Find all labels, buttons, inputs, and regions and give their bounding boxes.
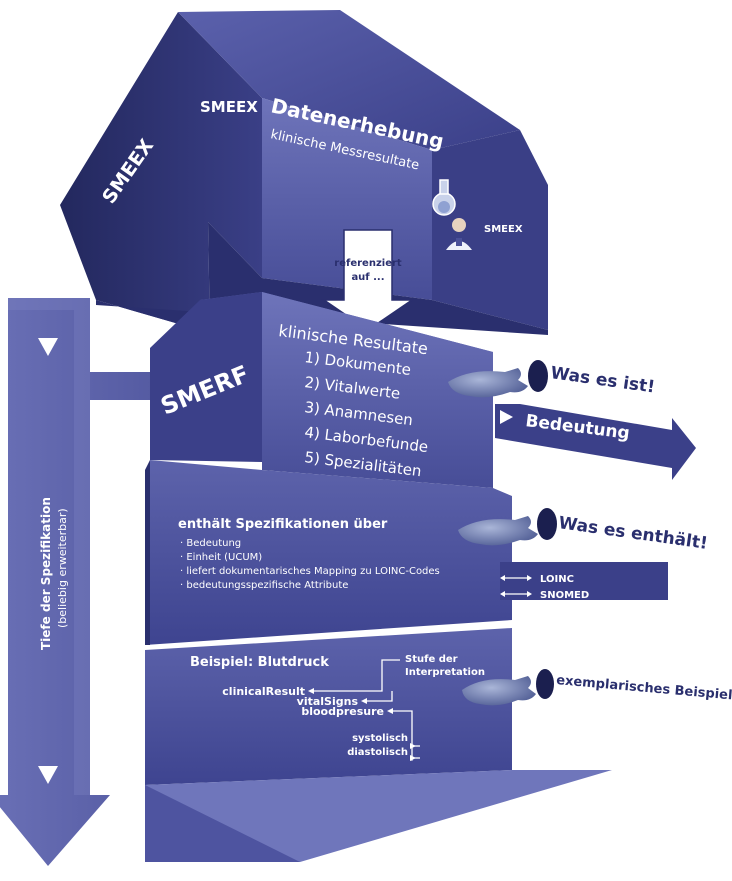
example-panel: [145, 628, 612, 862]
arrow-head: [361, 698, 367, 704]
smeex-label-right: SMEEX: [484, 224, 523, 235]
flask-icon: [432, 179, 456, 216]
pointing-hand-icon: [458, 508, 557, 546]
smeex-left-face: [60, 12, 262, 333]
level-vital-signs: vitalSigns: [297, 695, 359, 708]
smerf-left-face: [150, 292, 262, 462]
smeex-top-face: [178, 10, 520, 150]
spec-item: · Einheit (UCUM): [180, 552, 262, 563]
spec-item: · liefert dokumentarisches Mapping zu LO…: [180, 566, 440, 577]
arrow-head: [410, 743, 416, 749]
loinc-link: [500, 575, 532, 581]
referenziert-line1: referenziert: [334, 258, 402, 269]
code-band: [500, 562, 668, 600]
depth-axis-arrow: [0, 298, 236, 866]
axis-marker-bottom: [38, 766, 58, 784]
value-diastolisch: diastolisch: [347, 747, 408, 758]
bedeutung-arrow: [495, 404, 696, 480]
referenziert-arrow: [321, 229, 415, 331]
depth-axis-label: Tiefe der Spezifikation: [39, 497, 53, 650]
arrow-head: [387, 708, 393, 714]
spec-items: · Bedeutung · Einheit (UCUM) · liefert d…: [180, 538, 440, 591]
pointing-hand-icon: [448, 360, 548, 398]
spec-item: · bedeutungsspezifische Attribute: [180, 580, 348, 591]
smerf-box: [150, 292, 493, 488]
pointing-hand-icon: [462, 669, 554, 706]
example-title: Beispiel: Blutdruck: [190, 655, 329, 670]
arrow-head: [308, 688, 314, 694]
depth-axis-sublabel: (beliebig erweiterbar): [56, 508, 69, 628]
doctor-icon: [446, 218, 472, 250]
snomed-link: [500, 591, 532, 597]
smeex-label-front: SMEEX: [200, 98, 258, 116]
referenziert-line2: auf ...: [351, 272, 384, 283]
spec-panel: [145, 460, 668, 645]
smeex-right-face: [432, 130, 548, 330]
level-clinical-result: clinicalResult: [222, 685, 305, 698]
stufe-line1: Stufe der: [405, 654, 458, 665]
stufe-line2: Interpretation: [405, 667, 485, 678]
spec-item: · Bedeutung: [180, 538, 241, 549]
loinc-label: LOINC: [540, 574, 574, 585]
smerf-items: 1) Dokumente 2) Vitalwerte 3) Anamnesen …: [304, 348, 430, 480]
arrow-head: [410, 755, 416, 761]
value-systolisch: systolisch: [352, 733, 408, 744]
smeex-underside: [96, 222, 548, 335]
smerf-front-face: [262, 292, 493, 488]
level-bloodpressure: bloodpresure: [301, 705, 384, 718]
snomed-label: SNOMED: [540, 590, 589, 601]
axis-marker-right: [104, 337, 122, 357]
axis-marker-top: [38, 338, 58, 356]
was-es-enthaelt-label: Was es enthält!: [557, 513, 709, 554]
was-es-ist-label: Was es ist!: [549, 363, 656, 397]
spec-title: enthält Spezifikationen über: [178, 517, 388, 532]
beispiel-label: exemplarisches Beispiel: [556, 673, 732, 703]
